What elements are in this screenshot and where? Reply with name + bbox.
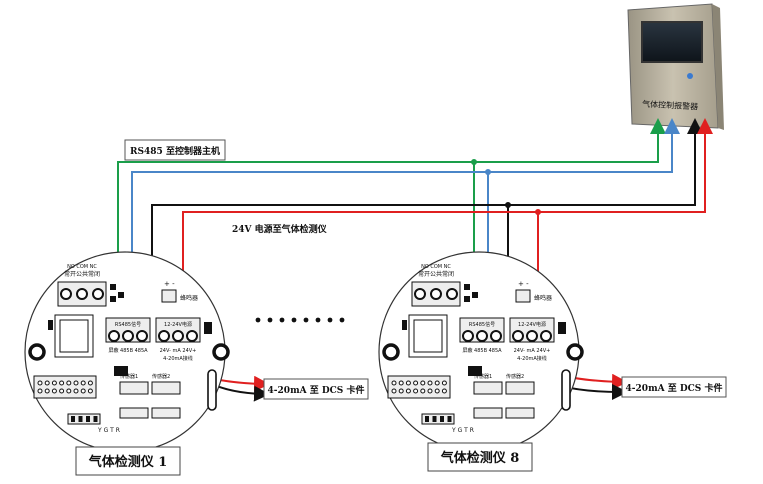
buzzer-label: 蜂鸣器 — [534, 294, 552, 302]
rs485-label-box: RS485 至控制器主机 — [124, 139, 226, 161]
detector-label-box-8: 气体检测仪 8 — [427, 442, 533, 472]
mount-hole — [212, 343, 230, 361]
controller-cabinet: 气体控制报警器 — [627, 3, 724, 130]
controller-screen — [641, 21, 703, 63]
sensor1-connector — [473, 381, 503, 395]
main-connector — [33, 375, 97, 399]
ygtr-connector — [67, 413, 101, 425]
rs485-caption: RS485信号 — [115, 321, 141, 328]
ygtr-label: Y G T R — [97, 427, 120, 434]
mount-hole — [382, 343, 400, 361]
svg-text:+ -: + - — [164, 280, 175, 288]
mount-hole — [566, 343, 584, 361]
relay-labels: NO COM NC — [67, 264, 97, 270]
svg-text:传感器2: 传感器2 — [152, 373, 170, 380]
main-connector — [387, 375, 451, 399]
svg-text:传感器1: 传感器1 — [474, 373, 492, 380]
sensor2-connector — [151, 381, 181, 395]
ellipsis-dots — [255, 317, 345, 323]
ma-caption: 4-20mA接线 — [163, 355, 193, 362]
svg-text:传感器2: 传感器2 — [506, 373, 524, 380]
buzzer-connector — [515, 289, 531, 303]
wire-blue-rs485 — [131, 118, 680, 330]
svg-text:+ -: + - — [518, 280, 529, 288]
dcs-label-1: 4-20mA 至 DCS 卡件 — [268, 384, 365, 396]
junction-dots — [471, 159, 541, 215]
relay-labels-cn: 常开公共常闭 — [64, 270, 100, 278]
svg-text:传感器1: 传感器1 — [120, 373, 138, 380]
relay-labels: NO COM NC — [421, 264, 451, 270]
detector-label-box-1: 气体检测仪 1 — [75, 446, 181, 476]
sensor1-connector — [119, 381, 149, 395]
rs485-caption: RS485信号 — [469, 321, 495, 328]
indicator-light — [687, 73, 693, 79]
relay-labels-cn: 常开公共常闭 — [418, 270, 454, 278]
det-caption: 12-24V电源 — [164, 321, 192, 328]
dcs-label-box-1: 4-20mA 至 DCS 卡件 — [263, 378, 369, 400]
ygtr-label: Y G T R — [451, 427, 474, 434]
mount-hole — [28, 343, 46, 361]
power-label: 24V 电源至气体检测仪 — [232, 223, 328, 235]
dcs-label-box-8: 4-20mA 至 DCS 卡件 — [621, 376, 727, 398]
relay-module — [408, 314, 448, 358]
ma-caption: 4-20mA接线 — [517, 355, 547, 362]
ygtr-connector — [421, 413, 455, 425]
det-caption: 12-24V电源 — [518, 321, 546, 328]
sensor2-connector — [505, 381, 535, 395]
controller-label: 气体控制报警器 — [642, 99, 698, 112]
dcs-label-8: 4-20mA 至 DCS 卡件 — [626, 382, 723, 394]
relay-module — [54, 314, 94, 358]
detector-label-1: 气体检测仪 1 — [89, 454, 168, 470]
rs485-label: RS485 至控制器主机 — [130, 145, 220, 157]
detector-label-8: 气体检测仪 8 — [441, 450, 520, 466]
buzzer-label: 蜂鸣器 — [180, 294, 198, 302]
buzzer-connector — [161, 289, 177, 303]
rs485-terms: 屏蔽 485B 485A — [462, 347, 502, 354]
power-terms: 24V- mA 24V+ — [514, 348, 551, 354]
wire-green-rs485 — [117, 118, 666, 312]
rs485-terms: 屏蔽 485B 485A — [108, 347, 148, 354]
power-terms: 24V- mA 24V+ — [160, 348, 197, 354]
